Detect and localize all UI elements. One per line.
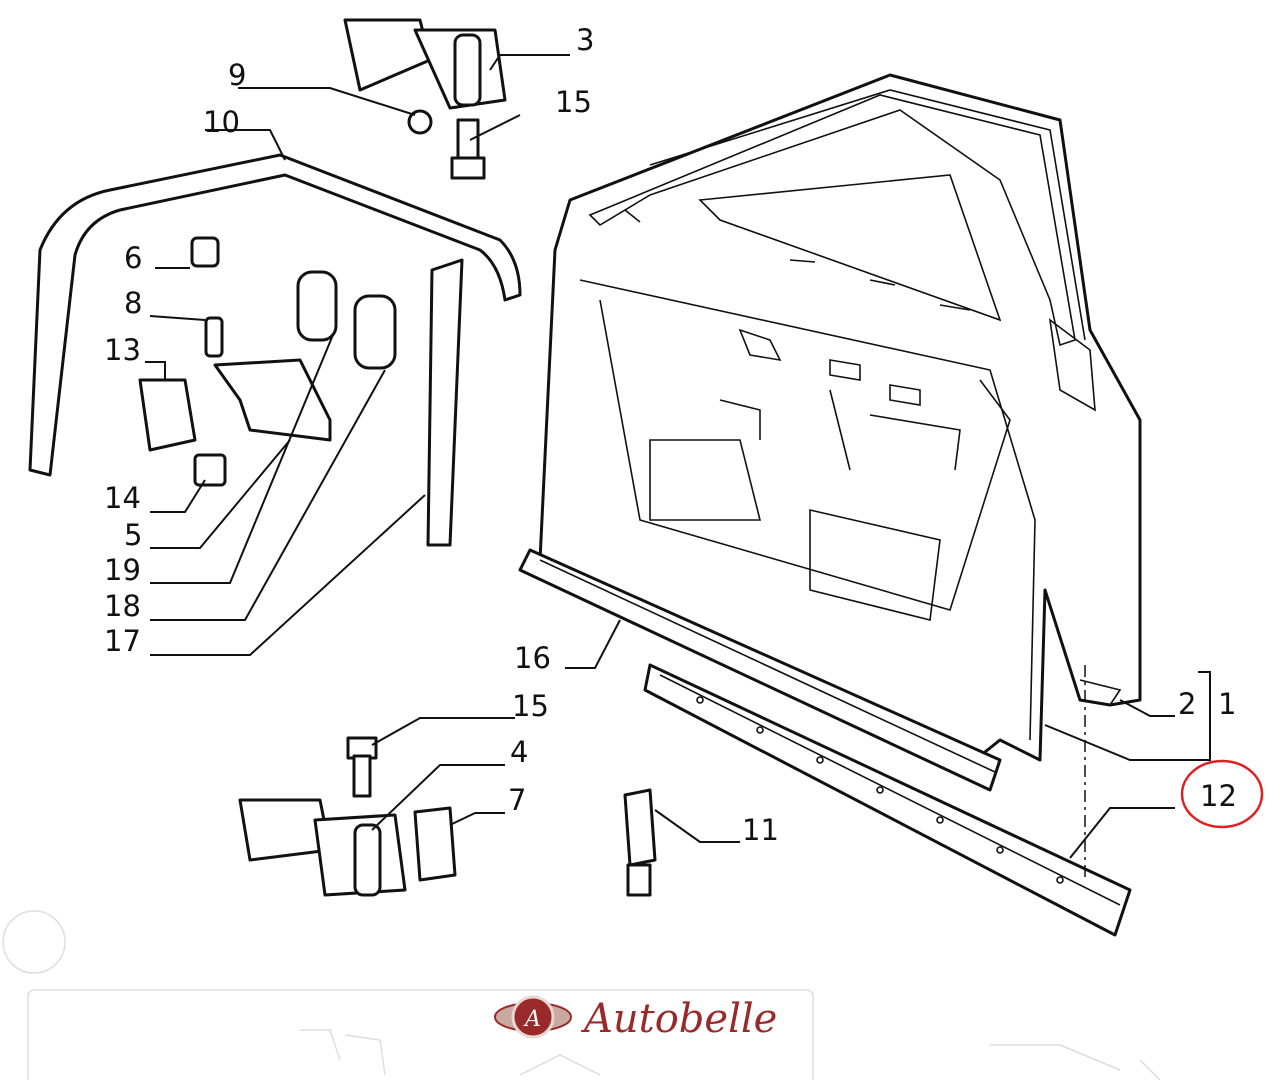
part-16-sill-seal[interactable] <box>518 548 1002 792</box>
label-18[interactable]: 18 <box>104 589 141 623</box>
part-5-door-check[interactable] <box>213 358 332 442</box>
part-18-buffer[interactable] <box>353 294 397 370</box>
label-4[interactable]: 4 <box>510 735 528 769</box>
label-8[interactable]: 8 <box>124 286 142 320</box>
label-17[interactable]: 17 <box>104 624 141 658</box>
door-shell[interactable] <box>538 73 1142 762</box>
label-9[interactable]: 9 <box>228 58 246 92</box>
part-9-nut[interactable] <box>407 109 433 135</box>
part-10-door-seal[interactable] <box>28 153 522 477</box>
label-15-lower[interactable]: 15 <box>512 689 549 723</box>
part-7-shim-plate[interactable] <box>413 806 457 882</box>
callout-labels: 3 9 15 10 6 8 13 14 5 19 18 17 16 15 4 7… <box>104 23 1264 847</box>
part-12-sill-rail[interactable] <box>643 663 1132 937</box>
part-15-bolt-upper[interactable] <box>450 118 486 180</box>
brand-name: Autobelle <box>580 996 777 1042</box>
label-2[interactable]: 2 <box>1178 687 1196 721</box>
label-12[interactable]: 12 <box>1200 779 1237 813</box>
label-15-upper[interactable]: 15 <box>555 85 592 119</box>
part-3-upper-hinge[interactable] <box>343 18 507 110</box>
label-1[interactable]: 1 <box>1218 687 1236 721</box>
label-13[interactable]: 13 <box>104 333 141 367</box>
next-diagram-preview[interactable] <box>2 910 1161 1080</box>
part-6-screw[interactable] <box>190 236 220 268</box>
part-17-vertical-seal[interactable] <box>426 258 464 547</box>
part-15-bolt-lower[interactable] <box>346 736 378 798</box>
label-11[interactable]: 11 <box>742 813 779 847</box>
part-11-striker[interactable] <box>623 788 657 897</box>
label-5[interactable]: 5 <box>124 518 142 552</box>
label-16[interactable]: 16 <box>514 641 551 675</box>
autobelle-logo: A Autobelle <box>494 995 777 1042</box>
label-6[interactable]: 6 <box>124 241 142 275</box>
leader-lines <box>145 54 1211 859</box>
label-7[interactable]: 7 <box>508 783 526 817</box>
part-14-screw[interactable] <box>193 453 227 487</box>
part-13-bracket[interactable] <box>138 378 197 452</box>
part-4-lower-hinge[interactable] <box>238 798 407 897</box>
highlight-circle-12 <box>1180 759 1264 829</box>
label-10[interactable]: 10 <box>203 105 240 139</box>
label-14[interactable]: 14 <box>104 481 141 515</box>
label-3[interactable]: 3 <box>576 23 594 57</box>
part-8-pin[interactable] <box>204 316 224 358</box>
part-19-buffer[interactable] <box>296 270 338 342</box>
label-19[interactable]: 19 <box>104 553 141 587</box>
svg-text:A: A <box>523 1007 541 1032</box>
